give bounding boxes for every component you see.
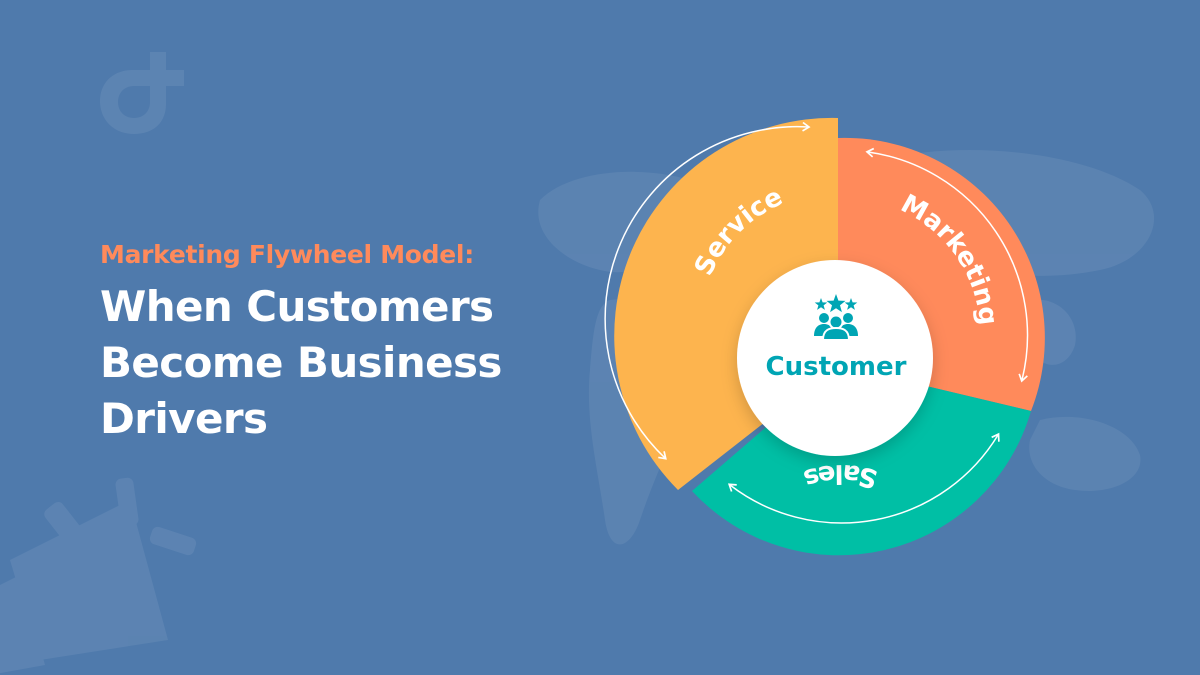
service-cycle-arrow-icon <box>604 121 811 460</box>
flywheel-label-sales: Sales <box>800 458 881 494</box>
flywheel-center-hub <box>737 260 933 456</box>
flywheel-diagram: Service Marketing Sales Customer <box>604 117 1045 556</box>
headline-block: Marketing Flywheel Model: When Customers… <box>100 240 560 447</box>
marketing-cycle-arrow-icon <box>865 147 1029 383</box>
headline-title-line-3: Drivers <box>100 394 268 443</box>
headline-title: When Customers Become Business Drivers <box>100 279 560 447</box>
headline-kicker: Marketing Flywheel Model: <box>100 240 474 269</box>
headline-title-line-1: When Customers <box>100 282 494 331</box>
brand-logo-icon <box>100 52 184 134</box>
sales-cycle-arrow-icon <box>727 432 1000 524</box>
headline-title-line-2: Become Business <box>100 338 502 387</box>
megaphone-icon <box>0 477 197 674</box>
customer-group-stars-icon <box>814 294 858 341</box>
flywheel-center-label: Customer <box>766 352 907 382</box>
